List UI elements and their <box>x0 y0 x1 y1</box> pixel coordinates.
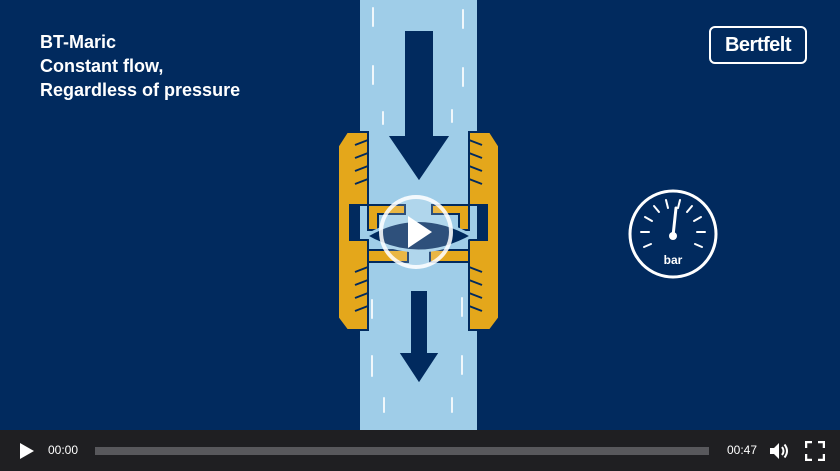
current-time: 00:00 <box>48 443 79 457</box>
pressure-gauge-icon <box>628 189 718 279</box>
control-bar: 00:00 00:47 <box>0 430 840 471</box>
progress-bar[interactable] <box>95 447 709 455</box>
video-title: BT-Maric Constant flow, Regardless of pr… <box>40 30 240 102</box>
bertfelt-logo: Bertfelt <box>709 26 807 64</box>
volume-button[interactable] <box>766 430 794 471</box>
flow-arrow-out <box>396 289 442 386</box>
title-line-1: BT-Maric <box>40 32 117 52</box>
play-icon <box>408 216 432 248</box>
play-button[interactable] <box>12 430 40 471</box>
duration: 00:47 <box>727 443 758 457</box>
big-play-button[interactable] <box>379 195 453 269</box>
flow-arrow-in <box>385 29 453 184</box>
fitting-threads <box>354 139 483 312</box>
play-icon <box>20 442 34 459</box>
title-line-3: Regardless of pressure <box>40 80 241 100</box>
video-frame[interactable]: bar BT-Maric Constant flow, Regardless o… <box>0 0 840 430</box>
title-line-2: Constant flow, <box>40 56 164 76</box>
fullscreen-button[interactable] <box>802 430 828 471</box>
gauge-label: bar <box>664 253 683 267</box>
volume-icon <box>770 442 788 459</box>
fullscreen-icon <box>805 440 825 461</box>
flow-streaks <box>371 7 464 413</box>
